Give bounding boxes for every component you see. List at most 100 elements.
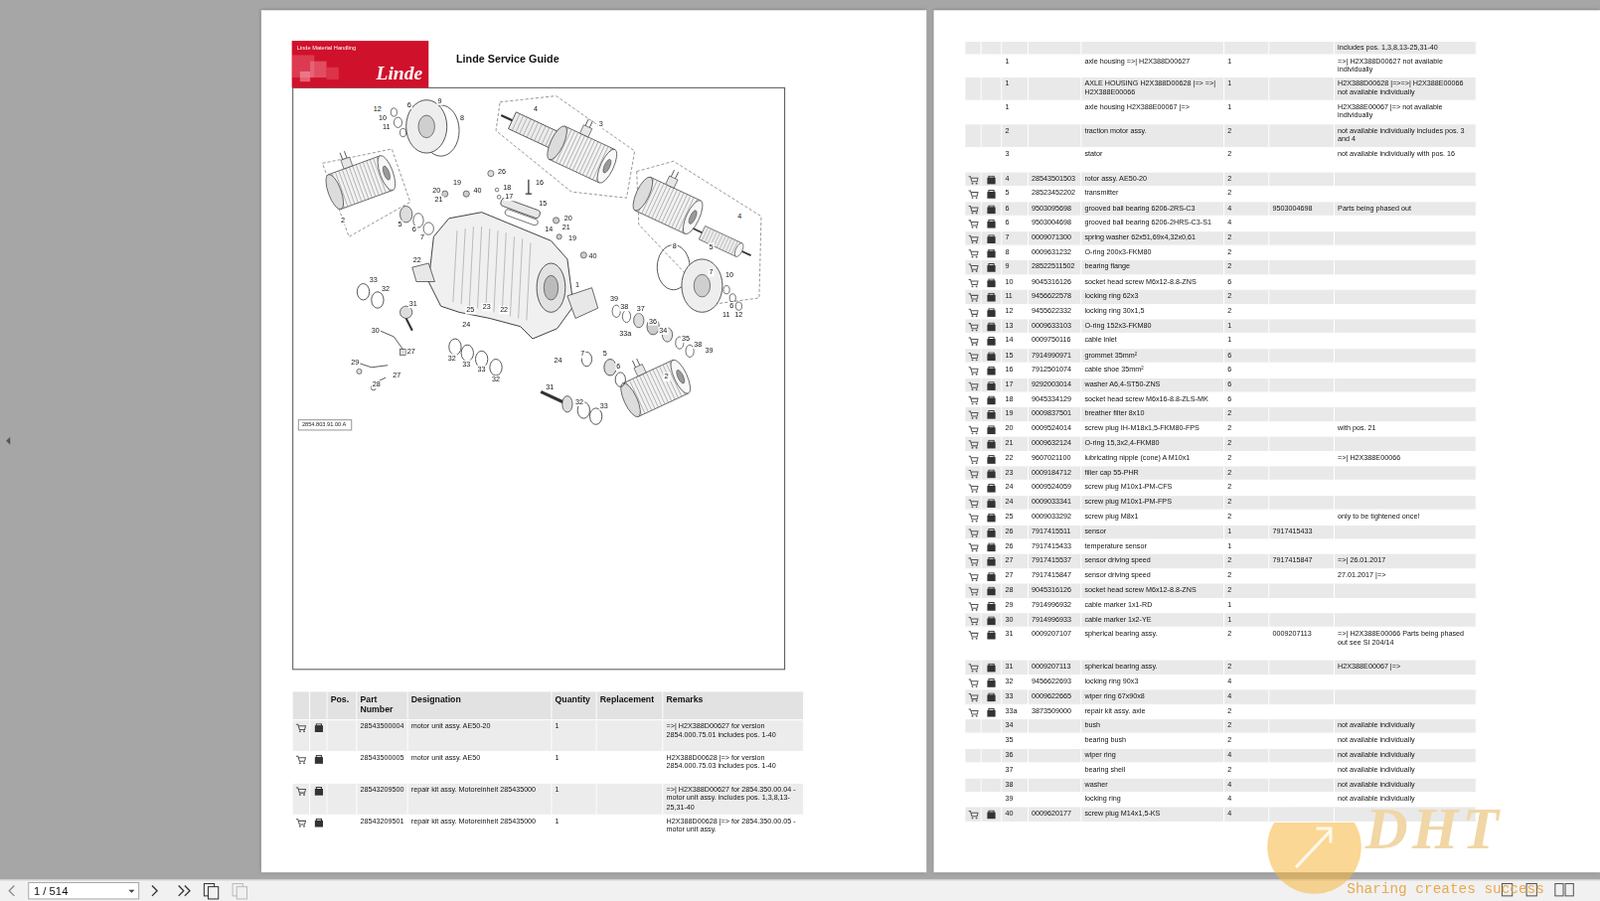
callout-number: 8 (671, 241, 678, 250)
table-cell (964, 148, 981, 173)
table-cell: bush (1081, 719, 1225, 735)
table-cell (964, 660, 981, 676)
table-text: 0009033341 (1028, 495, 1081, 509)
callout-number: 8 (459, 114, 466, 123)
table-cell: 2 (1224, 290, 1270, 306)
table-text: 0009033292 (1028, 510, 1081, 524)
table-cell (1334, 675, 1477, 691)
table-text: grommet 35mm² (1081, 348, 1224, 362)
callout-number: 14 (543, 225, 554, 234)
callout-number: 12 (372, 105, 383, 114)
callout-number: 11 (381, 123, 392, 132)
table-cell: 2 (1224, 452, 1270, 468)
doc-icon (986, 234, 996, 244)
table-text: 10 (1001, 275, 1028, 289)
table-text: 6 (1224, 378, 1269, 392)
table-cell: 33 (1001, 690, 1029, 706)
table-text: 4 (1224, 216, 1269, 230)
table-text: 36 (1001, 749, 1028, 763)
table-cell: axle housing =>| H2X388D00627 (1081, 54, 1225, 78)
table-cell: includes pos. 1,3,8,13-25,31-40 (1334, 41, 1477, 55)
table-cell: 6 (1224, 348, 1270, 364)
table-cell (981, 495, 1003, 511)
table-cell (1269, 172, 1335, 188)
table-cell (1028, 101, 1082, 126)
table-cell (964, 437, 981, 453)
table-cell (1269, 807, 1335, 823)
table-text: 2 (1224, 734, 1269, 748)
table-text: locking ring 62x3 (1081, 290, 1224, 304)
doc-icon (986, 336, 996, 346)
table-text: 6 (1001, 201, 1028, 215)
cart-icon (967, 498, 978, 508)
table-cell: 28543500004 (356, 720, 408, 753)
table-cell: 1 (1224, 320, 1270, 335)
table-cell: filler cap 55-PHR (1081, 466, 1225, 481)
table-cell (964, 584, 981, 600)
table-cell (981, 613, 1003, 629)
table-cell: 0009033292 (1028, 510, 1082, 526)
cart-icon (967, 455, 978, 465)
table-text: 40 (1001, 807, 1028, 821)
table-cell (981, 260, 1003, 276)
table-text: 2 (1224, 186, 1269, 200)
table-text: 2 (1224, 510, 1269, 524)
table-cell (1269, 101, 1335, 126)
table-text: cable shoe 35mm² (1081, 363, 1224, 377)
cart-icon (967, 381, 978, 391)
table-text: temperature sensor (1081, 539, 1224, 553)
table-cell (981, 305, 1003, 320)
table-cell: Quantity (551, 691, 597, 721)
callout-number: 33a (618, 329, 633, 338)
table-cell (964, 569, 981, 585)
table-cell (1269, 793, 1335, 808)
table-text: 2 (1224, 660, 1269, 674)
table-text: cable inlet (1081, 333, 1224, 347)
table-text: 0009207107 (1028, 628, 1081, 641)
table-text: 35 (1001, 734, 1028, 748)
table-cell (327, 815, 358, 848)
table-cell: 10 (1001, 275, 1029, 291)
table-cell: 0009071300 (1028, 231, 1082, 247)
table-cell (981, 246, 1003, 262)
table-cell (1334, 437, 1477, 453)
table-cell: 26 (1001, 539, 1029, 555)
doc-icon (986, 810, 996, 820)
table-cell: sensor (1081, 525, 1225, 541)
table-cell (1269, 124, 1335, 149)
table-text: repair kit assy. Motoreinheit 285435000 (408, 815, 552, 829)
table-text: not available individually (1334, 778, 1476, 792)
table-cell: 0009207113 (1269, 628, 1335, 661)
table-text: 28543501503 (1028, 172, 1081, 186)
table-cell: 28543500005 (356, 752, 408, 785)
table-text: 2 (1224, 422, 1269, 436)
table-cell: repair kit assy. axle (1081, 704, 1225, 720)
table-cell (1269, 320, 1335, 335)
doc-icon (314, 723, 323, 733)
table-cell (1269, 41, 1335, 55)
table-cell: only to be tightened once! (1334, 510, 1477, 526)
cart-icon (967, 234, 978, 244)
table-text: 0009620177 (1028, 807, 1081, 821)
table-text: 23 (1001, 466, 1028, 480)
column-header: Remarks (662, 691, 803, 707)
table-text: 0009837501 (1028, 407, 1081, 421)
cart-icon (967, 189, 978, 199)
doc-icon (986, 189, 996, 199)
column-header: Quantity (551, 691, 596, 707)
table-cell (981, 480, 1003, 496)
table-cell: 29 (1001, 599, 1029, 615)
cart-icon (967, 351, 978, 361)
table-cell (964, 613, 981, 629)
table-cell (310, 752, 327, 785)
table-cell (981, 186, 1003, 202)
callout-number: 21 (561, 223, 572, 232)
column-header: Part Number (356, 691, 407, 717)
table-cell: wiper ring 67x90x8 (1081, 690, 1225, 706)
drawing-number-box: 2854.803.91.00 A (298, 419, 352, 431)
table-text: 4 (1224, 793, 1269, 806)
table-text: 9045316126 (1028, 275, 1081, 289)
table-cell (1269, 305, 1335, 320)
callout-number: 32 (490, 375, 501, 384)
table-cell: 0009837501 (1028, 407, 1082, 423)
